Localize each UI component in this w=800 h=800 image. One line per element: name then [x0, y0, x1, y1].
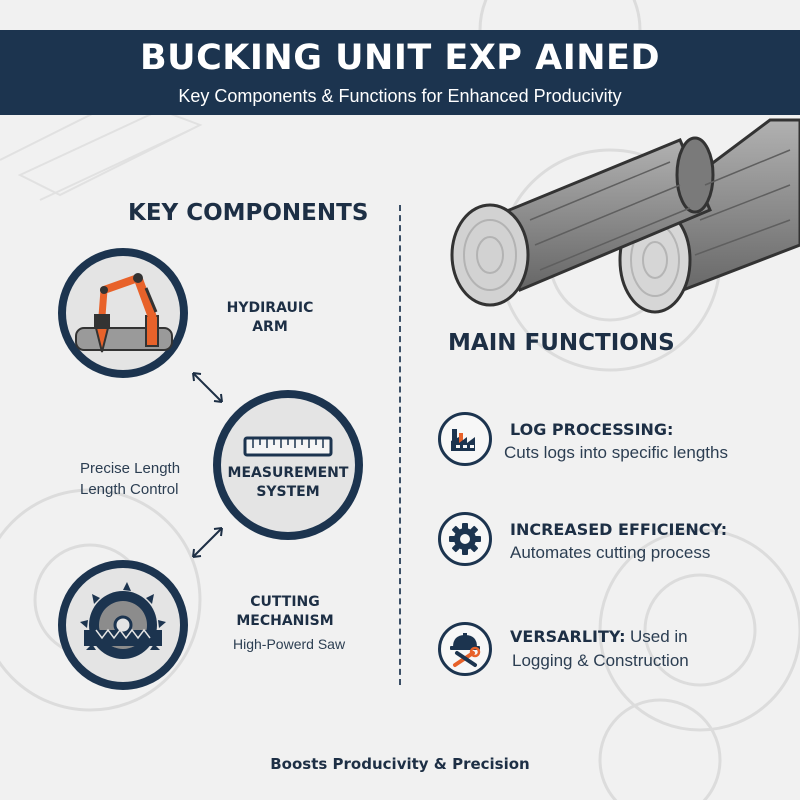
header-banner: BUCKING UNIT EXP AINED Key Components & … — [0, 30, 800, 115]
factory-icon — [438, 412, 492, 466]
versatility-heading: VERSARLITY: — [510, 627, 626, 646]
versatility-description: Logging & Construction — [512, 651, 689, 670]
log-processing-description: Cuts logs into specific lengths — [504, 443, 728, 462]
measurement-system-label: MEASUREMENT SYSTEM — [227, 465, 349, 500]
gear-icon — [438, 512, 492, 566]
double-arrow-icon — [192, 372, 223, 403]
cutting-mechanism-label: CUTTING MECHANISM — [236, 594, 334, 629]
efficiency-heading: INCREASED EFFICIENCY: — [510, 520, 728, 539]
ruler-icon — [243, 436, 333, 457]
key-components-title: KEY COMPONENTS — [128, 200, 369, 226]
double-arrow-icon — [192, 527, 223, 558]
cutting-mechanism-detail: High-Powerd Saw — [233, 636, 346, 652]
hardhat-tools-icon — [438, 622, 492, 676]
hydraulic-arm-icon — [75, 273, 173, 353]
footer-tagline: Boosts Producivity & Precision — [270, 755, 530, 773]
hydraulic-arm-node — [58, 248, 188, 378]
length-control-note: Precise Length Length Control — [80, 460, 181, 498]
versatility-heading-suffix: Used in — [629, 627, 688, 646]
efficiency-description: Automates cutting process — [510, 543, 711, 562]
cutting-mechanism-node — [58, 560, 188, 690]
log-processing-heading: LOG PROCESSING: — [510, 420, 674, 439]
page-subtitle: Key Components & Functions for Enhanced … — [178, 86, 622, 106]
measurement-system-node: MEASUREMENT SYSTEM — [213, 390, 363, 540]
versatility-heading-row: VERSARLITY: Used in — [510, 627, 688, 647]
section-divider — [399, 205, 401, 685]
main-functions-title: MAIN FUNCTIONS — [448, 330, 675, 356]
logs-illustration — [450, 118, 800, 314]
saw-blade-icon — [80, 582, 166, 659]
hydraulic-arm-label: HYDIRAUIC ARM — [226, 300, 314, 335]
page-title: BUCKING UNIT EXP AINED — [139, 38, 661, 78]
